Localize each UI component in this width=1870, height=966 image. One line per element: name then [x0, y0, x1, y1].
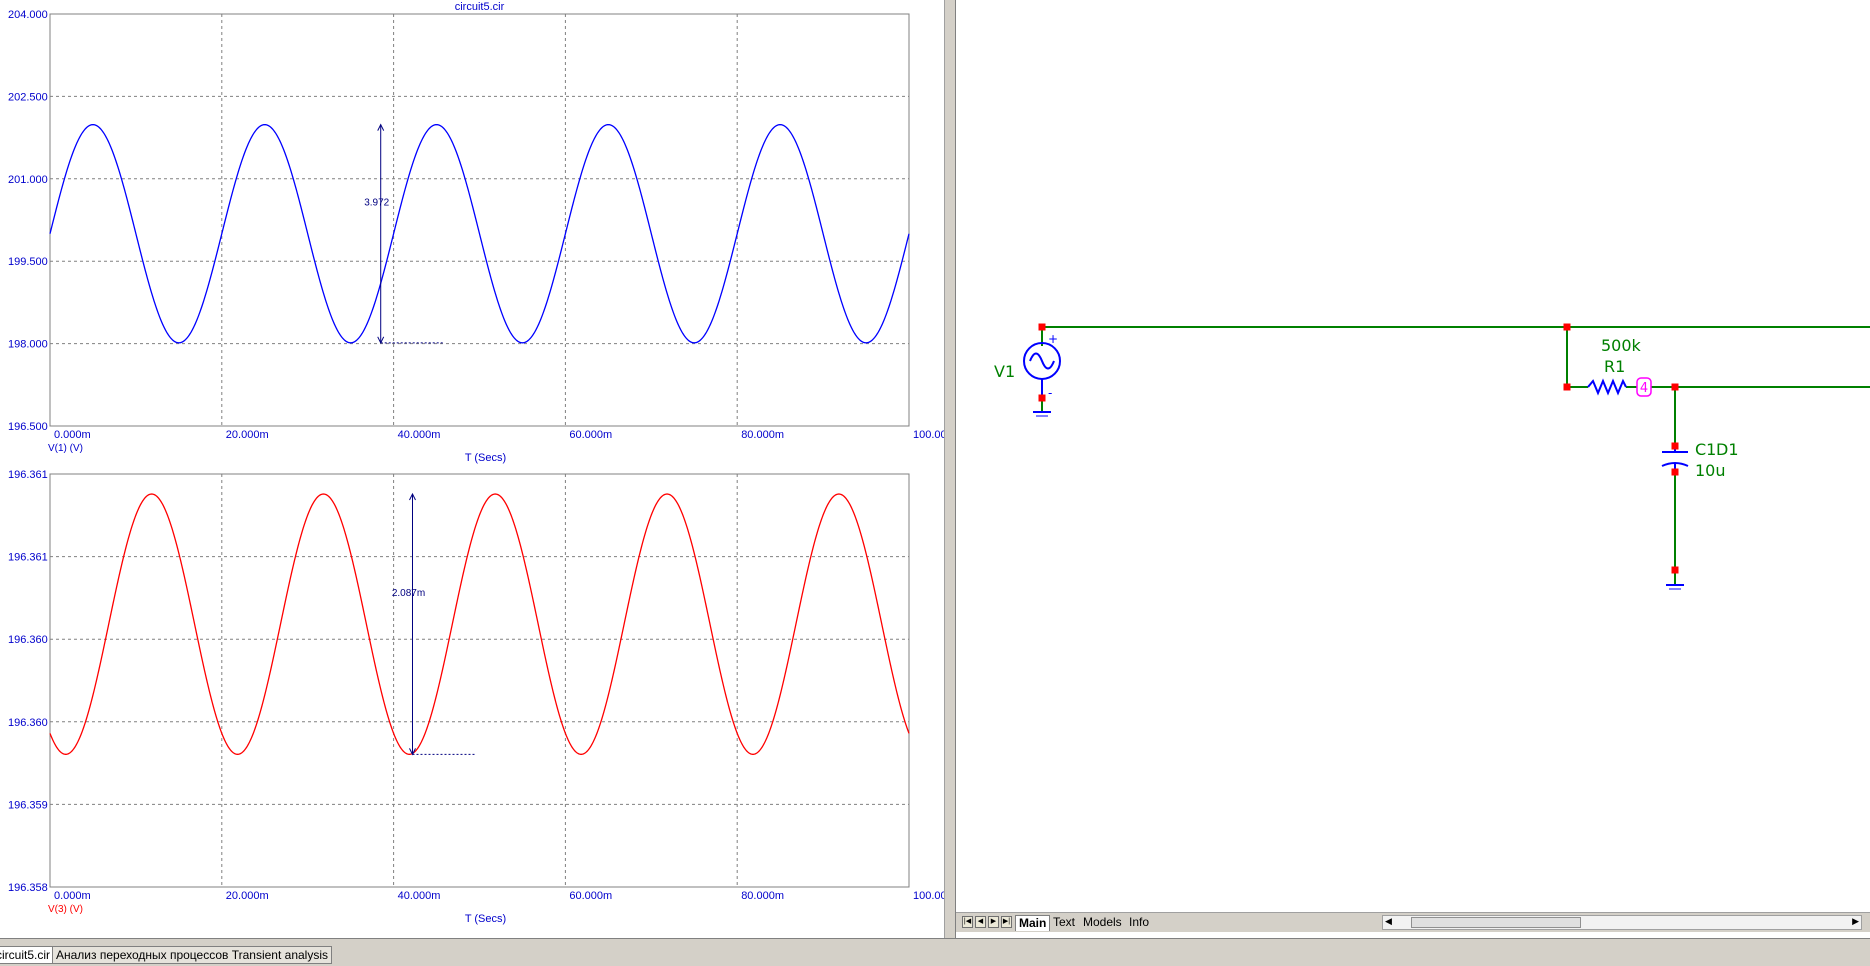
- node-marker: [1636, 377, 1652, 397]
- tab-circuit-file[interactable]: circuit5.cir: [0, 946, 55, 964]
- c1-value-label: 10u: [1695, 461, 1726, 480]
- cursor-arrow-top: [409, 492, 416, 501]
- scroll-left-icon[interactable]: ◀: [1385, 916, 1392, 926]
- plot-frame: [49, 473, 910, 888]
- horizontal-scrollbar[interactable]: ◀ ▶: [1382, 915, 1862, 930]
- x-tick-label: 40.000m: [398, 429, 441, 441]
- y-tick-label: 204.000: [8, 9, 48, 21]
- last-page-button[interactable]: ▶|: [1001, 916, 1012, 928]
- x-tick-label: 0.000m: [54, 890, 91, 902]
- tab-transient-analysis[interactable]: Анализ переходных процессов Transient an…: [52, 946, 333, 964]
- cursor-delta-label: 3.972: [364, 198, 389, 209]
- y-tick-label: 196.360: [8, 634, 48, 646]
- transient-plots: 204.000 202.500 201.000 199.500 198.000 196.5…: [8, 1, 944, 925]
- y-tick-label: 202.500: [8, 91, 48, 103]
- y-tick-label: 199.500: [8, 256, 48, 268]
- source-plus-label: +: [1048, 332, 1058, 346]
- y-tick-label: 196.361: [8, 552, 48, 564]
- node-label: 4: [1640, 381, 1648, 396]
- first-page-button[interactable]: |◀: [962, 916, 973, 928]
- tab-models[interactable]: Models: [1083, 915, 1122, 929]
- sheet-tab-bar: |◀ ◀ ▶ ▶| Main Text Models Info ◀ ▶: [956, 912, 1870, 932]
- source-minus-label: -: [1048, 386, 1052, 400]
- r1-value-label: 500k: [1601, 336, 1642, 355]
- c1-ref-label: C1: [1695, 440, 1716, 459]
- x-tick-label: 60.000m: [569, 429, 612, 441]
- x-axis-label: T (Secs): [465, 913, 506, 925]
- x-tick-label: 80.000m: [741, 890, 784, 902]
- x-tick-label: 20.000m: [226, 890, 269, 902]
- cursor-delta-label: 2.087m: [392, 588, 425, 599]
- x-tick-label: 20.000m: [226, 429, 269, 441]
- sine-wave-icon: [1029, 352, 1055, 370]
- x-tick-label: 60.000m: [569, 890, 612, 902]
- x-tick-label: 40.000m: [398, 890, 441, 902]
- y-tick-label: 196.358: [8, 882, 48, 894]
- tab-text[interactable]: Text: [1053, 915, 1076, 929]
- series-label: V(1) (V): [48, 443, 83, 454]
- plot-1: 204.000 202.500 201.000 199.500 198.000 196.5…: [8, 1, 944, 464]
- x-tick-label: 80.000m: [741, 429, 784, 441]
- junction-dot: [1038, 323, 1046, 331]
- y-tick-label: 198.000: [8, 339, 48, 351]
- next-page-button[interactable]: ▶: [988, 916, 999, 928]
- schematic-pane[interactable]: +-V1500kR1100R2C110uD1M1C21u20kRn1234: [956, 0, 1870, 938]
- d1-ref-label: D1: [1716, 440, 1739, 459]
- x-tick-label: 0.000m: [54, 429, 91, 441]
- series-label: V(3) (V): [48, 904, 83, 915]
- y-tick-label: 196.361: [8, 469, 48, 481]
- resistor-r1-icon: [1587, 378, 1627, 396]
- window-tab-bar: circuit5.cir Анализ переходных процессов…: [0, 938, 1870, 966]
- junction-dot: [1671, 383, 1679, 391]
- x-tick-label: 100.000m: [913, 890, 944, 902]
- circuit-schematic: +-V1500kR1100R2C110uD1M1C21u20kRn1234: [994, 323, 1870, 590]
- plot-title: circuit5.cir: [455, 1, 505, 13]
- splitter[interactable]: [944, 0, 956, 938]
- v1-label: V1: [994, 362, 1015, 381]
- x-tick-label: 100.000m: [913, 429, 944, 441]
- y-tick-label: 196.360: [8, 717, 48, 729]
- junction-dot: [1563, 383, 1571, 391]
- scrollbar-thumb[interactable]: [1411, 917, 1581, 928]
- x-axis-label: T (Secs): [465, 452, 506, 464]
- tab-info[interactable]: Info: [1129, 915, 1150, 929]
- junction-dot: [1563, 323, 1571, 331]
- waveform-v3v: [49, 493, 910, 755]
- y-tick-label: 201.000: [8, 174, 48, 186]
- scroll-right-icon[interactable]: ▶: [1852, 916, 1859, 926]
- y-tick-label: 196.500: [8, 421, 48, 433]
- tab-main[interactable]: Main: [1015, 915, 1051, 931]
- prev-page-button[interactable]: ◀: [975, 916, 986, 928]
- plot-2: 196.361 196.361 196.360 196.360 196.359 196.3…: [8, 469, 944, 925]
- junction-dot: [1038, 394, 1046, 402]
- analysis-plot-pane[interactable]: 204.000 202.500 201.000 199.500 198.000 196.5…: [0, 0, 944, 938]
- r1-ref-label: R1: [1604, 357, 1625, 376]
- junction-dot: [1671, 566, 1679, 574]
- junction-dot: [1671, 442, 1679, 450]
- cursor-arrow-top: [377, 123, 385, 131]
- junction-dot: [1671, 468, 1679, 476]
- waveform-v1v: [49, 123, 910, 344]
- y-tick-label: 196.359: [8, 799, 48, 811]
- plot-frame: [49, 13, 910, 427]
